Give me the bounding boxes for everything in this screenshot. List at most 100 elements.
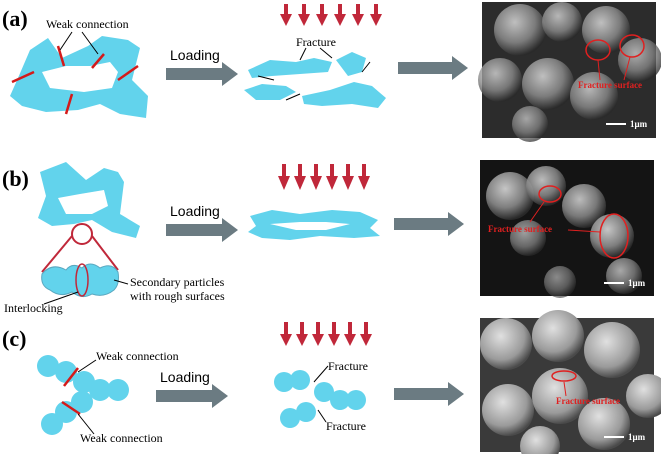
particle: [89, 379, 111, 401]
loading-label: Loading: [170, 47, 220, 63]
panel-c: (c) Weak connection Weak connection Load…: [2, 310, 661, 454]
load-arrow: [326, 164, 338, 190]
particle-chain: [37, 355, 129, 435]
particle: [107, 379, 129, 401]
panel-a: (a) Weak connection Loading Fracture: [2, 2, 661, 142]
load-arrow: [342, 164, 354, 190]
leader-line: [567, 229, 601, 233]
load-arrows: [280, 4, 382, 26]
panel-c-label: (c): [2, 326, 26, 351]
loading-arrow: [166, 218, 238, 242]
fracture-bottom-label: Fracture: [326, 419, 366, 433]
particle: [314, 382, 334, 402]
particle: [280, 408, 300, 428]
panel-b-label: (b): [2, 166, 29, 191]
particle-network: [10, 36, 148, 118]
leader-line: [597, 59, 601, 81]
loading-label: Loading: [170, 203, 220, 219]
leader-line: [43, 291, 79, 305]
fragment: [248, 58, 332, 78]
particle-network: [38, 162, 140, 238]
particle: [290, 370, 310, 390]
leader-line: [59, 31, 73, 51]
weak-connection-line: [64, 93, 74, 115]
loading-arrow: [156, 384, 228, 408]
weak-connection-line: [117, 64, 139, 82]
load-arrow: [328, 322, 340, 346]
fracture-label: Fracture: [296, 35, 336, 49]
zoom-line: [41, 235, 73, 273]
zoom-circle: [71, 223, 93, 245]
loading-arrow: [166, 62, 238, 86]
highlight-ellipse: [619, 34, 645, 58]
leader-line: [81, 31, 99, 55]
leader-line: [317, 409, 327, 423]
interlocking-ellipse: [75, 263, 89, 297]
highlight-ellipse: [538, 185, 562, 203]
load-arrow: [296, 322, 308, 346]
sem-image-a: Fracture surface 1μm: [478, 2, 661, 142]
load-arrow: [344, 322, 356, 346]
load-arrow: [298, 4, 310, 26]
fragment: [302, 82, 386, 108]
leader-line: [623, 56, 631, 81]
scale-bar-label: 1μm: [630, 119, 648, 129]
particle: [71, 391, 93, 413]
leader-line: [257, 75, 275, 81]
load-arrow: [280, 322, 292, 346]
fractured-network: [244, 52, 386, 108]
fractured-particles: [274, 370, 366, 428]
load-arrow: [370, 4, 382, 26]
load-arrow: [360, 322, 372, 346]
weak-connection-line: [61, 400, 81, 416]
result-arrow: [398, 56, 468, 80]
load-arrow: [358, 164, 370, 190]
load-arrow: [312, 322, 324, 346]
particle: [274, 372, 294, 392]
leader-line: [77, 413, 95, 435]
panel-a-label: (a): [2, 6, 28, 31]
highlight-ellipse: [599, 213, 629, 259]
particle: [296, 402, 316, 422]
weak-connection-line: [11, 70, 35, 84]
weak-connection-line: [63, 367, 79, 387]
leader-line: [529, 201, 545, 223]
weak-connection-top-label: Weak connection: [96, 349, 179, 363]
result-arrow: [394, 212, 464, 236]
secondary-particles-label-2: with rough surfaces: [130, 289, 225, 303]
interlocking-label: Interlocking: [4, 301, 63, 315]
panel-a-network: [10, 36, 148, 118]
fracture-surface-label: Fracture surface: [556, 396, 620, 406]
particle: [330, 390, 350, 410]
particle: [37, 355, 59, 377]
particle: [41, 413, 63, 435]
load-arrow: [278, 164, 290, 190]
weak-connection-line: [91, 53, 105, 69]
leader-line: [285, 93, 301, 101]
load-arrow: [334, 4, 346, 26]
fracture-surface-label: Fracture surface: [488, 224, 552, 234]
load-arrow: [294, 164, 306, 190]
fracture-surface-label: Fracture surface: [578, 80, 642, 90]
leader-line: [299, 47, 307, 61]
leader-line: [113, 279, 129, 285]
scale-bar-label: 1μm: [628, 278, 646, 288]
leader-line: [313, 365, 329, 383]
load-arrows: [278, 164, 370, 190]
secondary-particles-label: Secondary particles: [130, 275, 225, 289]
highlight-ellipse: [551, 370, 577, 382]
result-arrow: [394, 382, 464, 406]
scale-bar-label: 1μm: [628, 432, 646, 442]
load-arrow: [280, 4, 292, 26]
weak-connection-label: Weak connection: [46, 17, 129, 31]
rough-particles: [41, 263, 119, 298]
fracture-top-label: Fracture: [328, 359, 368, 373]
particle: [346, 390, 366, 410]
fragment: [336, 52, 366, 76]
loading-label: Loading: [160, 369, 210, 385]
panel-b: (b) Secondary particles with rough surfa…: [2, 160, 654, 315]
leader-line: [319, 47, 333, 59]
fragment: [244, 84, 296, 100]
sem-image-c: Fracture surface 1μm: [480, 310, 661, 454]
